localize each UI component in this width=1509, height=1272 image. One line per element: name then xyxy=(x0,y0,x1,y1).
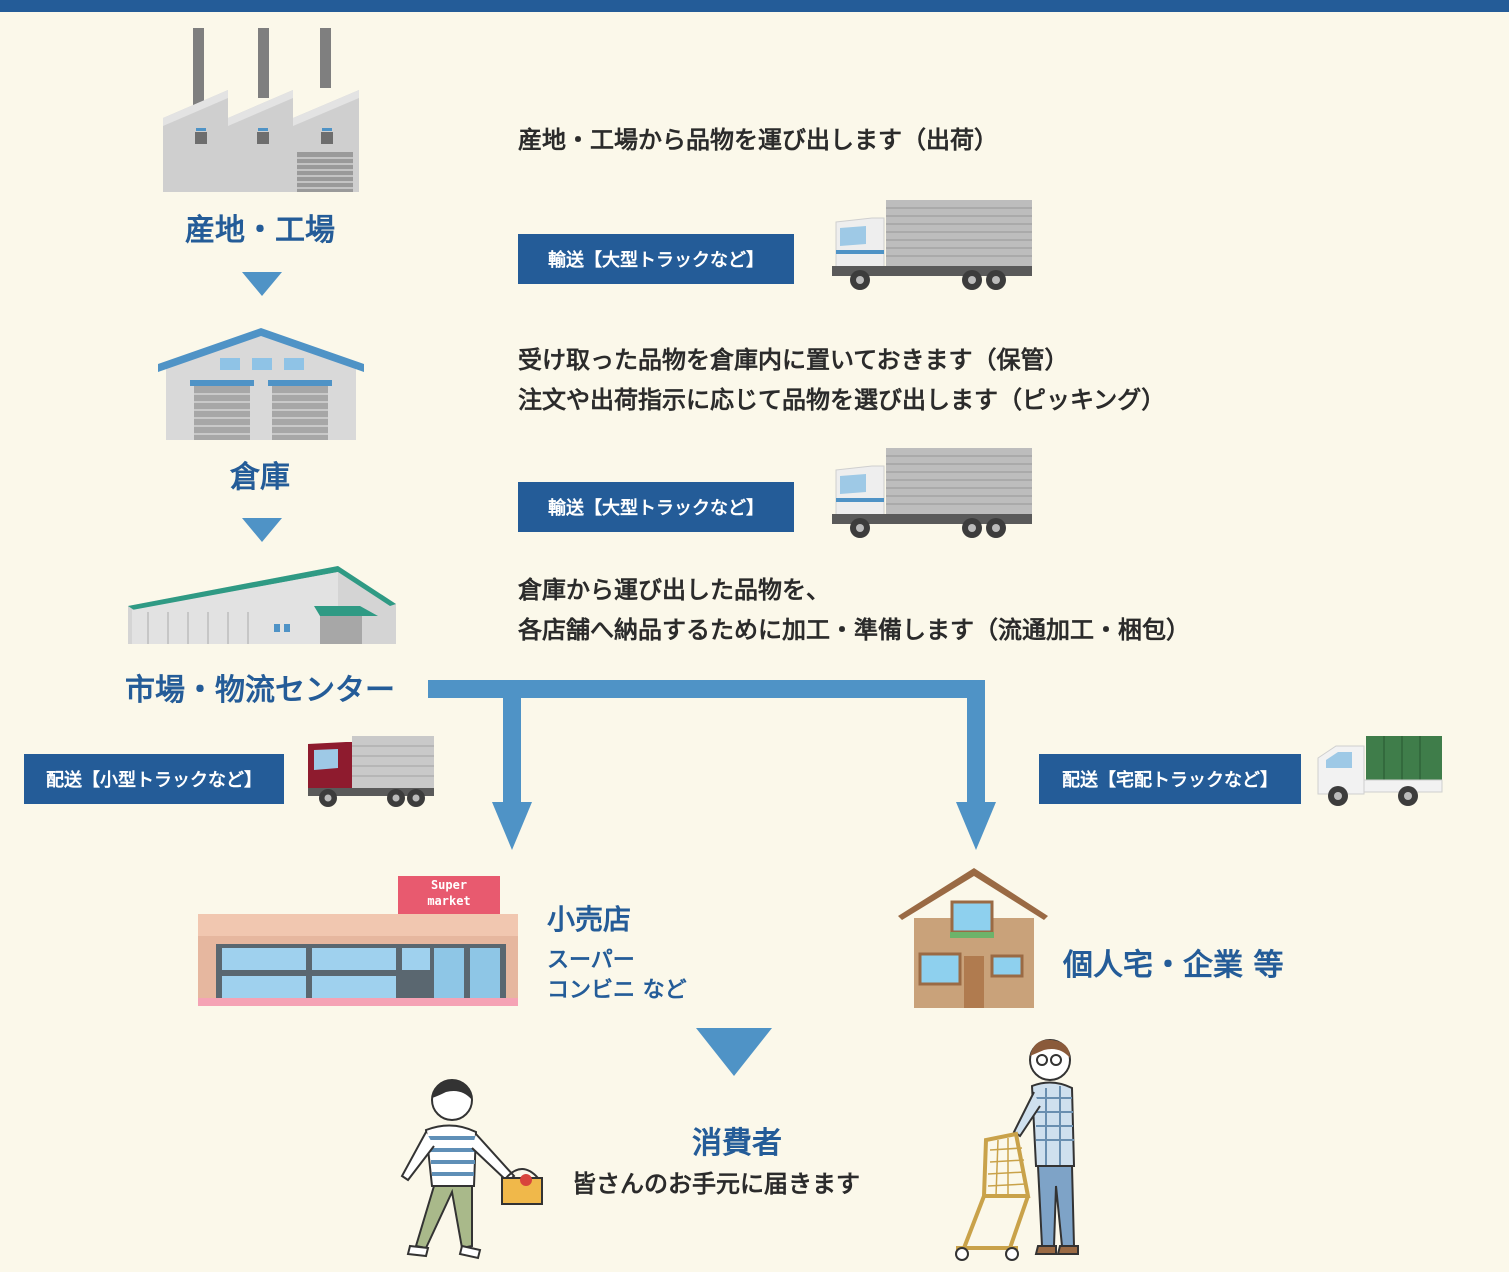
supermarket-icon xyxy=(198,876,518,1006)
large-truck-icon xyxy=(832,200,1032,290)
supermarket-sign-line2: market xyxy=(427,894,471,908)
home-title: 個人宅・企業 等 xyxy=(1063,948,1284,983)
center-description-line1: 倉庫から運び出した品物を、 xyxy=(518,576,830,604)
woman-shopper-icon xyxy=(400,1079,543,1260)
down-arrow-icon xyxy=(696,1028,772,1076)
distribution-center-icon xyxy=(128,566,396,644)
warehouse-label: 倉庫 xyxy=(230,460,290,495)
factory-label: 産地・工場 xyxy=(185,213,335,248)
supermarket-sign-line1: Super xyxy=(430,878,468,892)
large-truck-icon xyxy=(832,448,1032,538)
consumer-title: 消費者 xyxy=(692,1126,782,1161)
retail-subtitle-line1: スーパー xyxy=(547,948,635,973)
delivery-truck-icon xyxy=(1317,736,1443,806)
center-description-line2: 各店舗へ納品するために加工・準備します（流通加工・梱包） xyxy=(518,616,1190,644)
warehouse-description-line1: 受け取った品物を倉庫内に置いておきます（保管） xyxy=(518,346,1069,374)
down-arrow-icon xyxy=(242,272,282,296)
retail-subtitle-line2: コンビニ など xyxy=(547,978,687,1003)
house-icon xyxy=(898,868,1048,1008)
warehouse-icon xyxy=(158,328,364,440)
distribution-center-label: 市場・物流センター xyxy=(125,673,395,708)
home-delivery-tag: 配送【宅配トラックなど】 xyxy=(1039,754,1301,804)
small-truck-icon xyxy=(308,736,434,807)
top-bar xyxy=(0,0,1509,12)
factory-icon xyxy=(163,28,359,192)
man-with-cart-icon xyxy=(955,1039,1079,1261)
consumer-description: 皆さんのお手元に届きます xyxy=(572,1170,860,1198)
factory-transport-tag: 輸送【大型トラックなど】 xyxy=(518,234,794,284)
small-truck-delivery-tag: 配送【小型トラックなど】 xyxy=(24,754,284,804)
branch-arrows xyxy=(428,680,996,850)
warehouse-description-line2: 注文や出荷指示に応じて品物を選び出します（ピッキング） xyxy=(518,386,1166,414)
down-arrow-icon xyxy=(242,518,282,542)
warehouse-transport-tag: 輸送【大型トラックなど】 xyxy=(518,482,794,532)
factory-description: 産地・工場から品物を運び出します（出荷） xyxy=(518,126,998,154)
retail-title: 小売店 xyxy=(547,903,632,936)
